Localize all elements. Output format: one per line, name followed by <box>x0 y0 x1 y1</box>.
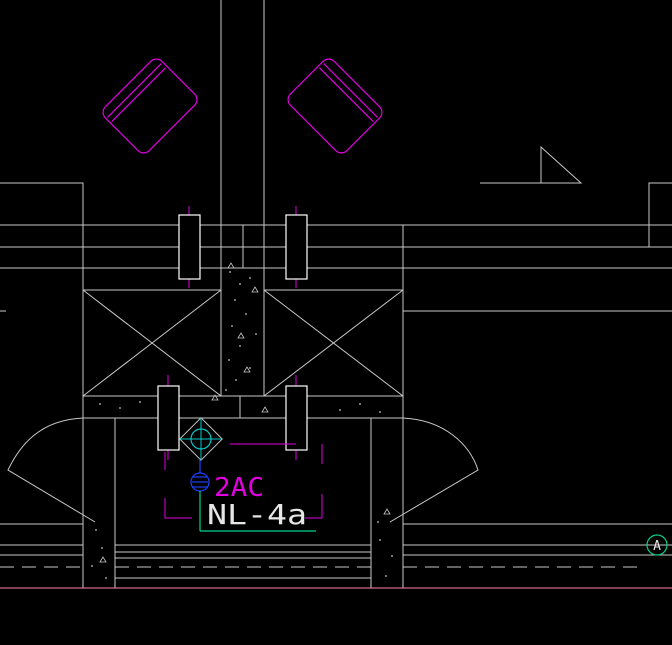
tag-frame <box>164 443 323 519</box>
equipment-code-label: NL-4a <box>207 498 307 531</box>
grid-bubble[interactable]: A <box>646 534 668 556</box>
leader-line <box>199 491 316 532</box>
equipment-tag-label: 2AC <box>214 473 264 503</box>
grid-bubble-label: A <box>653 539 661 554</box>
concrete-triangles <box>99 262 391 563</box>
walls <box>0 0 672 588</box>
chair-right <box>287 58 383 154</box>
concrete-hatch <box>91 271 393 579</box>
chair-left <box>102 58 198 154</box>
diffuser-icon[interactable] <box>179 417 223 461</box>
fixtures[interactable] <box>157 214 308 451</box>
marker-icon[interactable] <box>190 460 210 492</box>
